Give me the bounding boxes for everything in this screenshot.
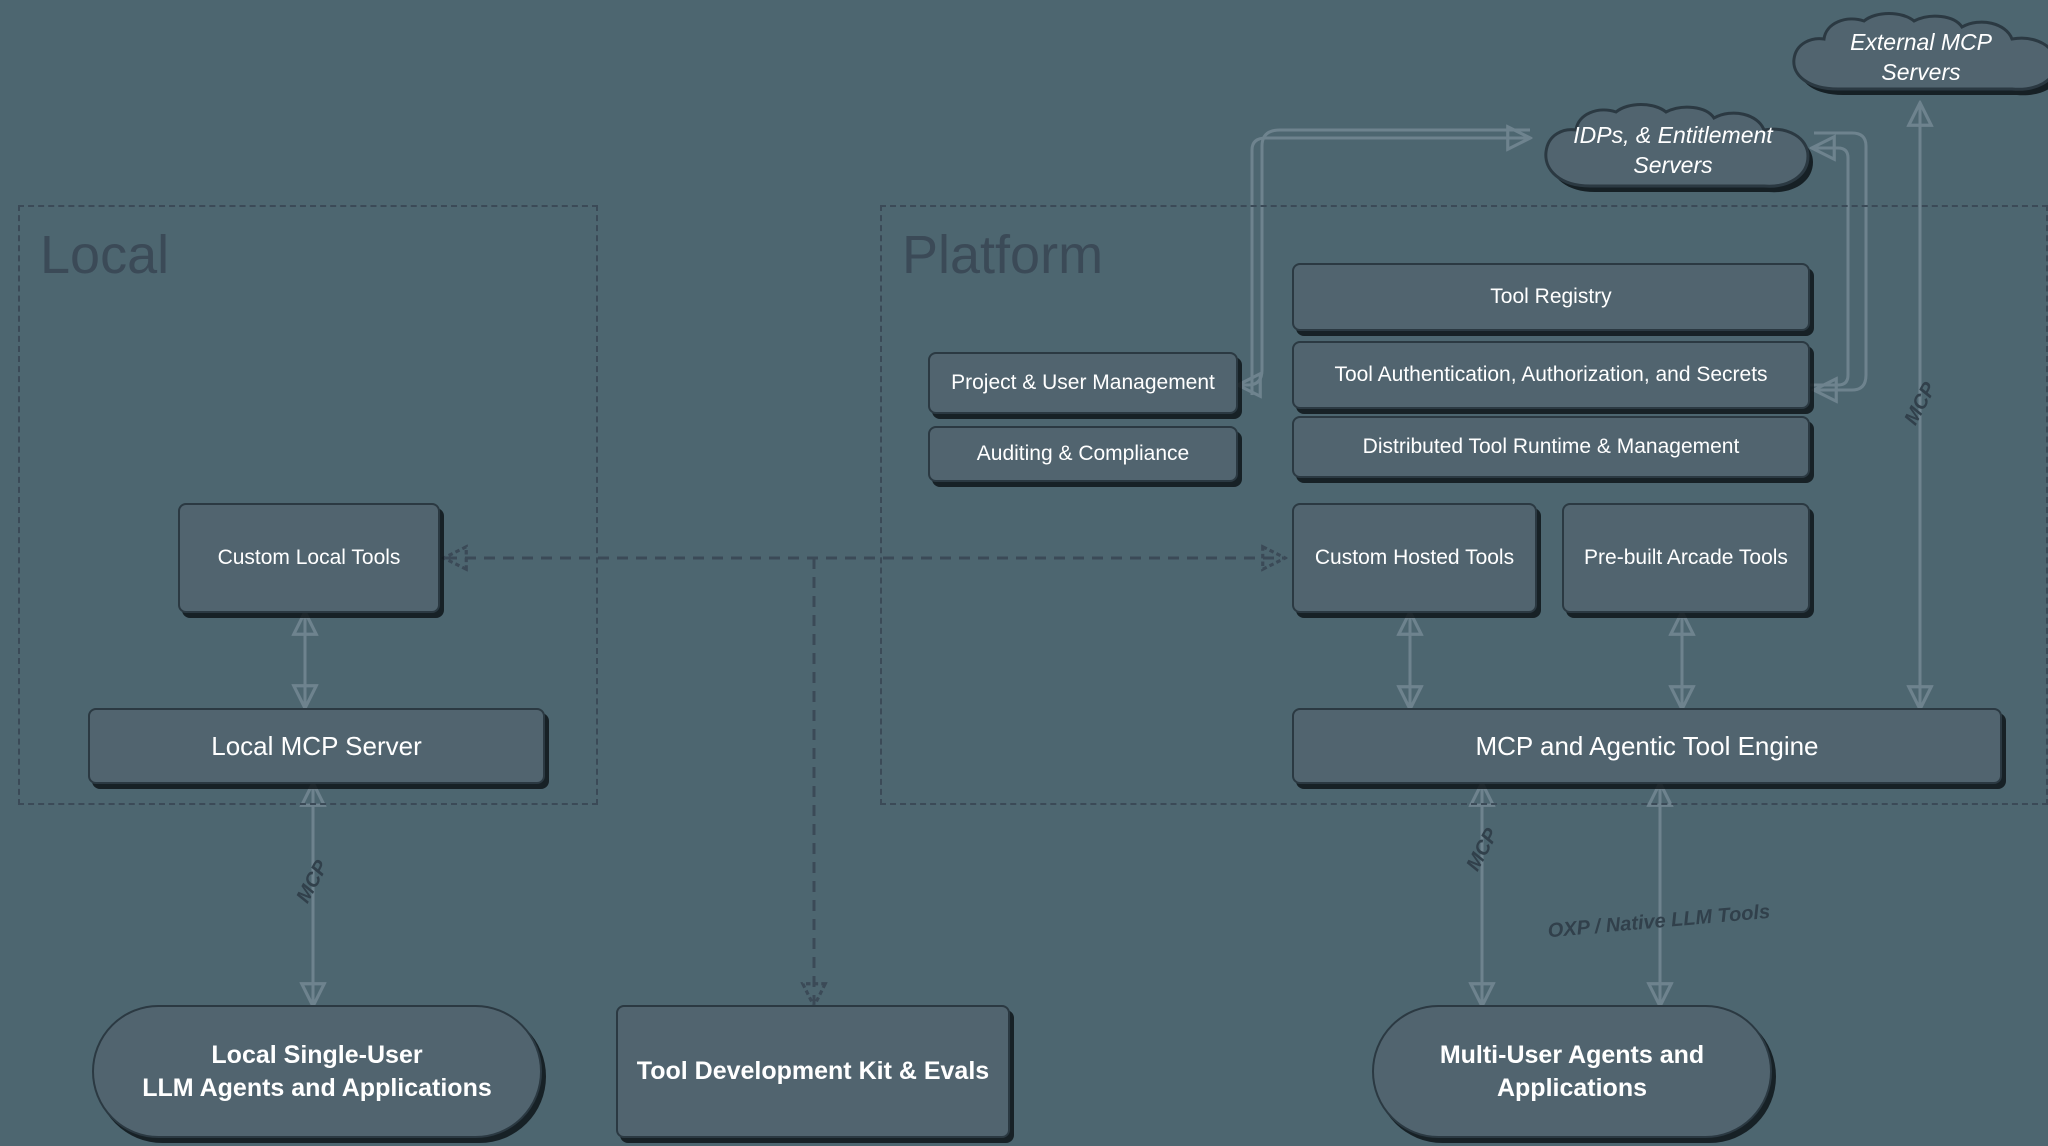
node-local-agents-line2: LLM Agents and Applications xyxy=(142,1073,492,1102)
cloud-external-mcp-servers-label: External MCP Servers xyxy=(1850,29,1992,85)
cloud-external-mcp-servers[interactable]: External MCP Servers xyxy=(1776,8,2048,108)
node-auditing-compliance[interactable]: Auditing & Compliance xyxy=(928,426,1238,482)
cloud-shape-icon xyxy=(1792,12,2048,96)
cloud-idps-entitlement-servers-label: IDPs, & Entitlement Servers xyxy=(1539,121,1806,181)
node-tool-development-kit-evals[interactable]: Tool Development Kit & Evals xyxy=(616,1005,1010,1138)
node-multi-agents-line1: Multi-User Agents and xyxy=(1439,1040,1705,1069)
node-local-agents-text: Local Single-User LLM Agents and Applica… xyxy=(142,1039,492,1105)
zone-local xyxy=(18,205,598,805)
node-multi-agents-text: Multi-User Agents and Applications xyxy=(1440,1039,1704,1105)
cloud-idps-line2: Servers xyxy=(1633,152,1713,178)
cloud-idps-entitlement-servers[interactable]: IDPs, & Entitlement Servers xyxy=(1528,98,1818,204)
edge-label-mcp-local: MCP xyxy=(292,856,333,907)
node-custom-hosted-tools[interactable]: Custom Hosted Tools xyxy=(1292,503,1537,613)
zone-local-title: Local xyxy=(40,225,170,285)
cloud-shape-icon xyxy=(1544,103,1813,193)
node-tool-registry[interactable]: Tool Registry xyxy=(1292,263,1810,331)
node-local-single-user-llm-agents[interactable]: Local Single-User LLM Agents and Applica… xyxy=(92,1005,542,1138)
node-multi-agents-line2: Applications xyxy=(1496,1073,1647,1102)
node-project-user-management[interactable]: Project & User Management xyxy=(928,352,1238,414)
node-local-mcp-server[interactable]: Local MCP Server xyxy=(88,708,545,784)
node-mcp-and-agentic-tool-engine[interactable]: MCP and Agentic Tool Engine xyxy=(1292,708,2002,784)
node-local-agents-line1: Local Single-User xyxy=(211,1040,423,1069)
node-distributed-tool-runtime-management[interactable]: Distributed Tool Runtime & Management xyxy=(1292,416,1810,478)
node-multi-user-agents-applications[interactable]: Multi-User Agents and Applications xyxy=(1372,1005,1772,1138)
node-custom-local-tools[interactable]: Custom Local Tools xyxy=(178,503,440,613)
cloud-idps-line1: IDPs, & Entitlement xyxy=(1573,122,1773,149)
node-tool-authentication-authorization-secrets[interactable]: Tool Authentication, Authorization, and … xyxy=(1292,341,1810,409)
edge-label-mcp-engine: MCP xyxy=(1462,824,1503,875)
zone-platform xyxy=(880,205,2048,805)
node-prebuilt-arcade-tools[interactable]: Pre-built Arcade Tools xyxy=(1562,503,1810,613)
edge-label-oxp-native-llm-tools: OXP / Native LLM Tools xyxy=(1546,900,1771,943)
zone-platform-title: Platform xyxy=(902,225,1104,285)
